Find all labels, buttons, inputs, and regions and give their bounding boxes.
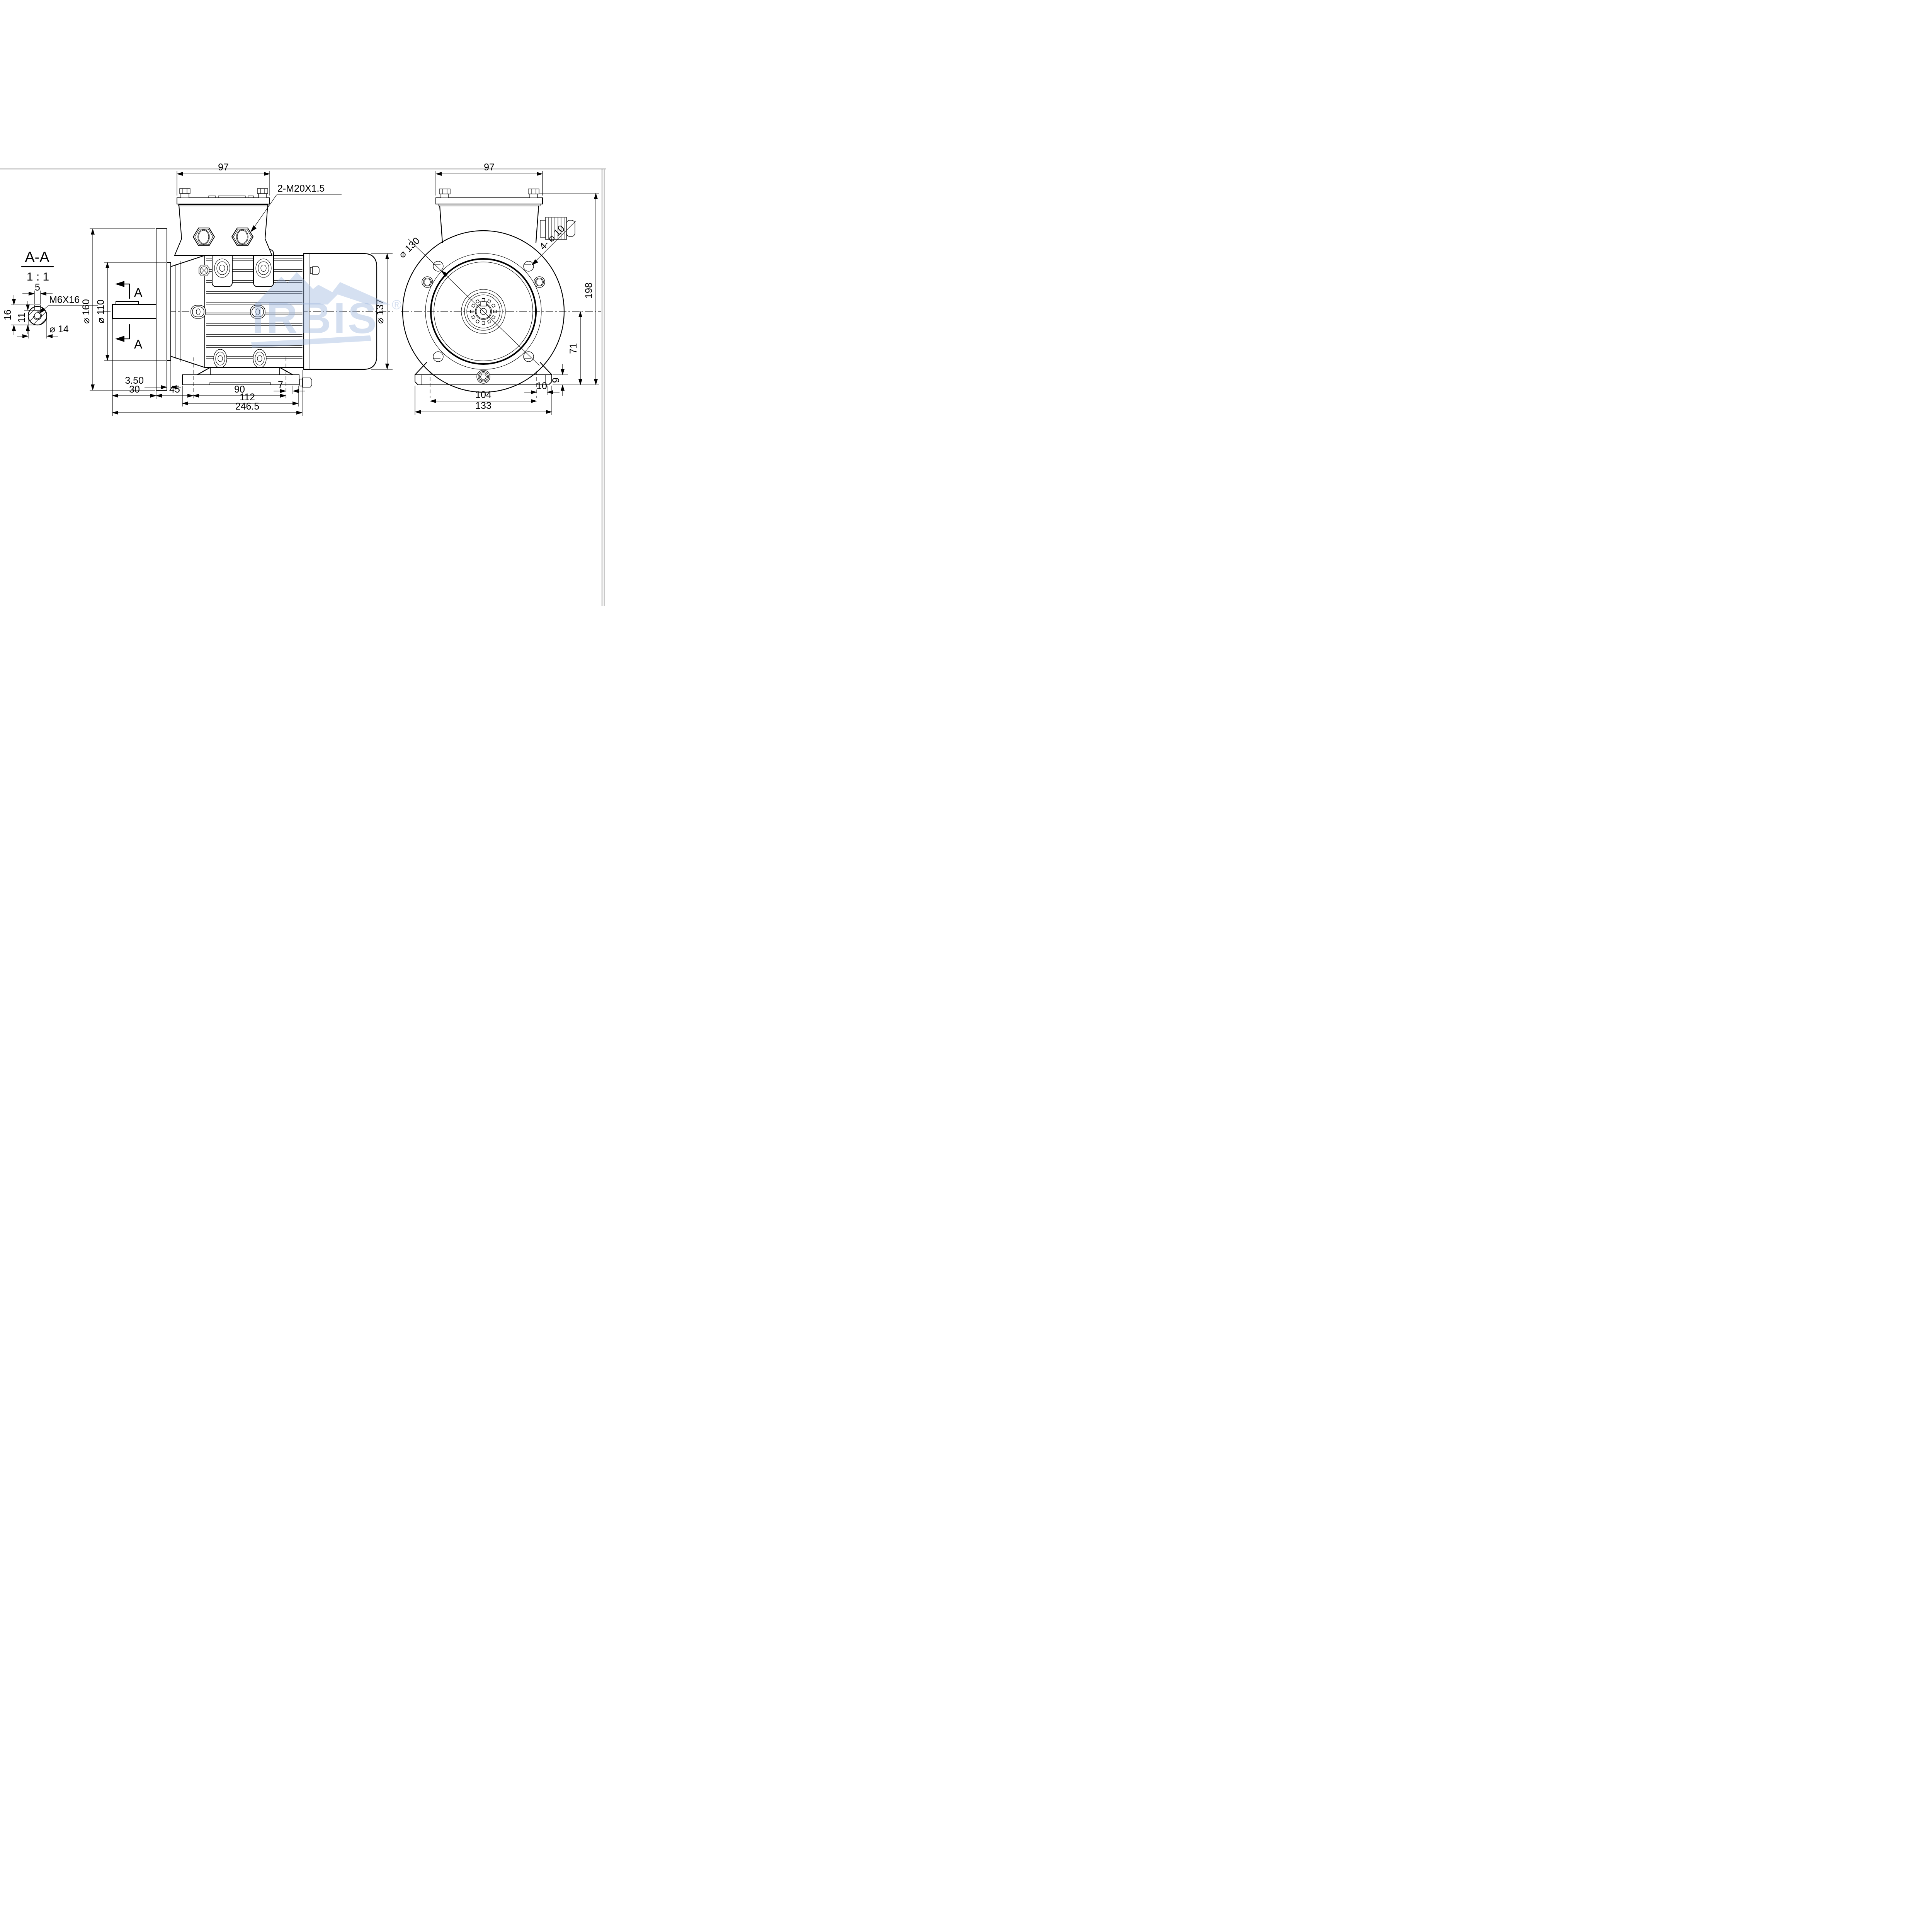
dim-flange-thickness: 3.50: [125, 375, 144, 386]
terminal-box-side: [174, 188, 273, 256]
dim-shaft-diameter: ⌀ 14: [49, 324, 69, 335]
shaft-key: [116, 301, 139, 305]
terminal-box-lid-side: [177, 197, 270, 204]
tapped-hole-m6: [34, 312, 41, 319]
earth-screw: [199, 265, 209, 276]
fan-cowl: [303, 253, 378, 370]
front-view: ⌀ 130 4- ⌀ 10 97 9 10 104: [397, 162, 601, 415]
drain-bolt: [299, 378, 312, 388]
top-pad-right: [253, 249, 274, 287]
cable-gland-left: [192, 228, 215, 246]
flange-bolt-holes: [433, 261, 534, 362]
cowl-screw: [310, 266, 320, 275]
watermark-registered: ®: [392, 298, 401, 312]
body-circle: [425, 253, 542, 370]
foot-plate: [182, 374, 299, 385]
rotor-slot-ring: [470, 298, 497, 325]
section-aa-detail: A-A 1 : 1 5 M6X16: [2, 249, 98, 338]
motor-dimension-drawing: A A: [0, 162, 606, 606]
cable-gland-right: [231, 228, 254, 246]
screw-bottom: [476, 370, 490, 384]
keyway-notch-front: [480, 301, 487, 306]
dim-foot-hole-spacing: 104: [475, 389, 492, 400]
dim-foot-hole-to-end: 7: [278, 379, 283, 390]
watermark-underline: [251, 335, 371, 348]
dim-hole-to-edge: 10: [536, 381, 547, 391]
terminal-box-lid-front: [435, 197, 543, 204]
dim-bolt-circle: ⌀ 130: [397, 235, 422, 260]
side-view: A A: [81, 162, 393, 416]
dim-total-height: 198: [583, 282, 594, 299]
section-label-top: A: [134, 286, 143, 299]
side-boss-left: [190, 305, 206, 319]
dim-foot-length: 112: [240, 392, 255, 403]
dim-foot-width: 133: [475, 400, 492, 411]
dim-foot-thickness: 9: [551, 378, 561, 383]
dim-shaft-extension: 30: [129, 384, 140, 395]
lid-bolt-front-left: [439, 189, 451, 198]
dim-flange-to-feet: 45: [169, 384, 180, 395]
dim-keyseat-depth: 11: [16, 313, 27, 323]
section-label-bottom: A: [134, 337, 143, 351]
dim-tapped-hole: M6X16: [49, 294, 80, 305]
feet-side: [182, 349, 312, 399]
dim-spigot-diameter: ⌀ 110: [95, 299, 106, 323]
dim-box-width-side: 97: [218, 162, 229, 173]
screw-upper-left: [422, 276, 433, 288]
dim-key-width: 5: [35, 282, 40, 293]
drawing-sheet: A A: [0, 0, 606, 606]
screw-upper-right: [534, 276, 545, 288]
dim-box-width-front: 97: [484, 162, 495, 173]
flange-outer-circle: [402, 230, 565, 393]
front-leaders: ⌀ 130 4- ⌀ 10: [397, 221, 576, 366]
lid-bolt-front-right: [528, 189, 539, 198]
spigot-circle: [430, 258, 537, 365]
flange-spigot: [167, 262, 171, 361]
side-boss-right: [250, 305, 265, 319]
front-endbell: [170, 255, 206, 368]
watermark-mountain: [255, 272, 390, 304]
dim-foot-hole-span: 90: [234, 384, 245, 395]
assembly-screws: [422, 276, 545, 384]
front-view-dimensions: 97 9 10 104 133 71: [415, 162, 599, 415]
section-scale: 1 : 1: [27, 270, 49, 283]
watermark-brand: IRBIS: [252, 294, 379, 342]
flange-disc: [156, 228, 167, 391]
flange-circles: [402, 230, 565, 393]
motor-body: [190, 249, 304, 368]
dim-cable-glands: 2-M20X1.5: [277, 183, 325, 194]
side-view-dimensions: 97 2-M20X1.5 ⌀ 160 ⌀ 110 ⌀ 137: [81, 162, 393, 416]
dim-total-height-section: 16: [2, 310, 13, 320]
terminal-box-front: [435, 189, 575, 243]
section-title: A-A: [25, 249, 49, 265]
watermark: IRBIS ®: [251, 272, 401, 348]
lid-bolt-right: [257, 188, 268, 198]
foot-riser: [210, 367, 280, 375]
dim-flange-diameter: ⌀ 160: [81, 299, 92, 324]
dim-shaft-height: 71: [568, 343, 579, 354]
section-cut-marks: A A: [115, 281, 143, 351]
top-pad-left: [212, 249, 233, 287]
dim-total-length: 246.5: [235, 401, 260, 412]
cable-gland-front: [540, 217, 575, 240]
sheet-frame: [0, 168, 606, 606]
lid-bolt-left: [179, 188, 190, 198]
dim-body-diameter: ⌀ 137: [375, 299, 386, 324]
shaft: [112, 304, 156, 319]
keyway-notch-section: [34, 304, 41, 311]
